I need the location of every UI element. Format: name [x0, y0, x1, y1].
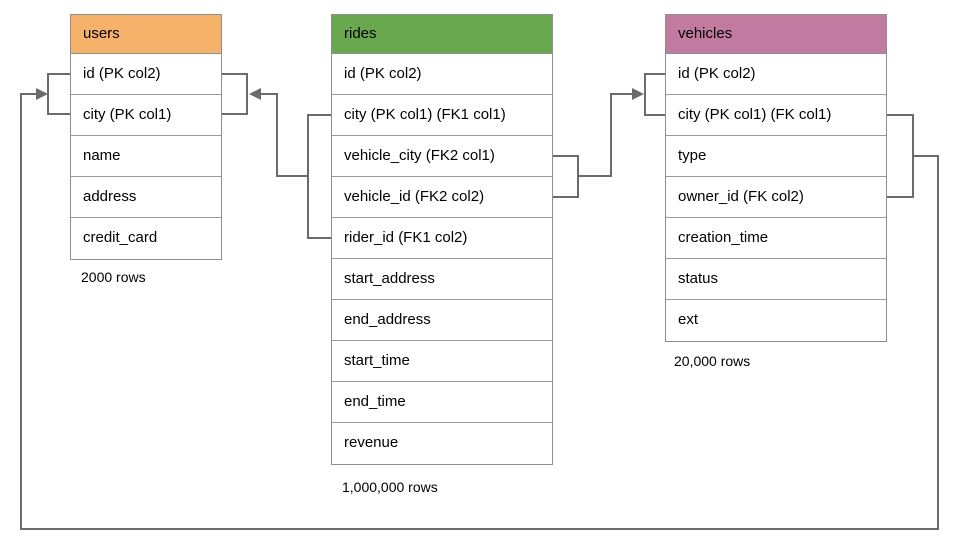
table-users-header: users	[71, 15, 221, 54]
rides-to-users-line	[261, 93, 308, 177]
table-vehicles-rowcount: 20,000 rows	[674, 353, 751, 369]
column-row: city (PK col1)	[71, 95, 221, 136]
users-pk-bracket-left	[47, 73, 70, 115]
vehicles-fk-bracket	[887, 114, 914, 198]
column-row: start_time	[332, 341, 552, 382]
column-row: type	[666, 136, 886, 177]
column-row: city (PK col1) (FK1 col1)	[332, 95, 552, 136]
table-vehicles-columns: id (PK col2)city (PK col1) (FK col1)type…	[666, 54, 886, 341]
column-row: revenue	[332, 423, 552, 464]
column-row: creation_time	[666, 218, 886, 259]
column-row: id (PK col2)	[332, 54, 552, 95]
column-row: status	[666, 259, 886, 300]
table-rides-rowcount: 1,000,000 rows	[342, 479, 438, 495]
column-row: vehicle_id (FK2 col2)	[332, 177, 552, 218]
arrowhead-into-vehicles-left	[632, 88, 644, 100]
column-row: id (PK col2)	[666, 54, 886, 95]
arrowhead-into-users-right	[249, 88, 261, 100]
rides-to-vehicles-line	[578, 93, 632, 177]
column-row: address	[71, 177, 221, 218]
column-row: name	[71, 136, 221, 177]
column-row: id (PK col2)	[71, 54, 221, 95]
table-users-rowcount: 2000 rows	[81, 269, 146, 285]
column-row: end_address	[332, 300, 552, 341]
column-row: rider_id (FK1 col2)	[332, 218, 552, 259]
table-rides-columns: id (PK col2)city (PK col1) (FK1 col1)veh…	[332, 54, 552, 464]
vehicles-pk-bracket-left	[644, 73, 665, 116]
users-pk-bracket-right	[222, 73, 248, 115]
arrowhead-into-users-left	[36, 88, 48, 100]
relationship-rides-vehicles	[553, 73, 665, 198]
table-vehicles-header: vehicles	[666, 15, 886, 54]
column-row: owner_id (FK col2)	[666, 177, 886, 218]
table-rides-header: rides	[332, 15, 552, 54]
column-row: end_time	[332, 382, 552, 423]
rides-fk2-bracket	[553, 155, 579, 198]
table-rides: rides id (PK col2)city (PK col1) (FK1 co…	[331, 14, 553, 465]
relationship-rides-users	[222, 73, 331, 239]
column-row: ext	[666, 300, 886, 341]
column-row: credit_card	[71, 218, 221, 259]
table-vehicles: vehicles id (PK col2)city (PK col1) (FK …	[665, 14, 887, 342]
column-row: start_address	[332, 259, 552, 300]
column-row: city (PK col1) (FK col1)	[666, 95, 886, 136]
rides-fk1-bracket	[307, 114, 331, 239]
column-row: vehicle_city (FK2 col1)	[332, 136, 552, 177]
